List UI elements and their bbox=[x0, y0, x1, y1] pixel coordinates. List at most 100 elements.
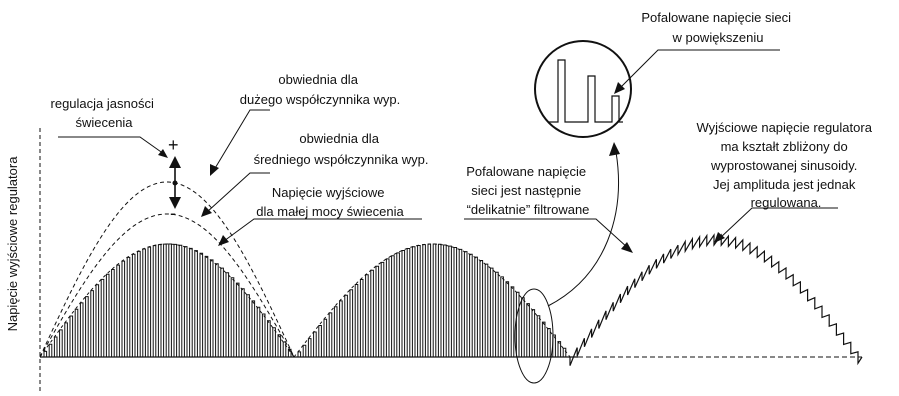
pwm-pulse bbox=[64, 322, 68, 357]
magnifier-circle bbox=[534, 40, 632, 138]
pwm-pulse bbox=[302, 344, 307, 357]
pwm-pulse bbox=[307, 338, 312, 357]
pwm-pulse bbox=[90, 290, 94, 357]
pwm-pulse bbox=[396, 252, 400, 357]
pwm-pulse bbox=[313, 331, 317, 357]
adjust-arrow bbox=[169, 156, 181, 209]
pwm-pulse bbox=[411, 246, 416, 357]
pwm-pulse bbox=[557, 341, 562, 357]
pwm-pulse bbox=[126, 256, 131, 357]
pwm-pulse bbox=[204, 255, 209, 357]
pwm-pulse bbox=[116, 264, 120, 357]
pwm-pulse bbox=[458, 248, 463, 357]
pwm-pulse bbox=[297, 351, 302, 357]
pwm-pulse bbox=[69, 315, 74, 357]
pwm-pulse bbox=[417, 245, 421, 357]
callout-ripple-zoom bbox=[614, 49, 780, 94]
pwm-pulse bbox=[359, 279, 364, 357]
pwm-pulse bbox=[261, 313, 266, 357]
pwm-pulse bbox=[111, 269, 115, 357]
pwm-pulse bbox=[437, 243, 442, 357]
pwm-pulse bbox=[235, 282, 240, 357]
pwm-pulse bbox=[349, 289, 354, 357]
pwm-pulse bbox=[147, 246, 152, 357]
label-env-large: obwiednia dla dużego współczynnika wyp. bbox=[240, 72, 400, 107]
pwm-pulse bbox=[328, 312, 333, 357]
pwm-pulse bbox=[463, 251, 468, 357]
pwm-pulse bbox=[562, 347, 567, 357]
label-ripple-filtered: Pofalowane napięcie sieci jest następnie… bbox=[466, 164, 590, 217]
pwm-pulse bbox=[469, 253, 473, 357]
pwm-pulse bbox=[131, 253, 136, 357]
label-ripple-zoom: Pofalowane napięcie sieci w powiększeniu bbox=[641, 10, 794, 45]
minus-sign: - bbox=[170, 203, 176, 223]
pwm-pulse bbox=[344, 294, 348, 357]
pwm-pulse bbox=[178, 244, 183, 357]
envelope-large-duty bbox=[39, 181, 295, 358]
pwm-pulse bbox=[267, 320, 271, 357]
label-brightness: regulacja jasności świecenia bbox=[51, 96, 158, 130]
pwm-pulse bbox=[189, 247, 193, 357]
axis-label: Napięcie wyjściowe regulatora bbox=[5, 156, 20, 332]
pwm-pulse bbox=[59, 329, 63, 357]
pwm-pulse bbox=[500, 276, 504, 357]
zoom-ellipse bbox=[514, 288, 554, 384]
pwm-pulse bbox=[510, 286, 515, 357]
pwm-pulse bbox=[432, 243, 437, 357]
pwm-pulse bbox=[495, 271, 499, 357]
envelope-medium-duty bbox=[39, 213, 295, 358]
filtered-sawtooth-wave bbox=[569, 233, 863, 366]
pwm-pulse bbox=[339, 300, 343, 357]
callout-brightness bbox=[58, 136, 168, 158]
pwm-pulse bbox=[406, 248, 411, 357]
pwm-pulse bbox=[43, 350, 48, 357]
magnified-pulses bbox=[549, 59, 623, 123]
label-env-medium: obwiednia dla średniego współczynnika wy… bbox=[254, 131, 429, 167]
pwm-pulse bbox=[391, 255, 395, 357]
pwm-pulse bbox=[79, 302, 84, 357]
pwm-pulse bbox=[375, 265, 380, 357]
callout-low-power bbox=[218, 218, 422, 246]
pwm-pulse bbox=[401, 250, 406, 357]
pwm-pulse bbox=[489, 267, 494, 357]
pwm-pulse bbox=[74, 308, 79, 357]
pwm-pulse bbox=[282, 341, 287, 357]
pwm-pulse bbox=[194, 250, 198, 357]
pwm-pulse bbox=[48, 343, 53, 357]
pwm-pulse bbox=[427, 243, 432, 357]
pwm-pulse bbox=[354, 284, 359, 357]
pwm-pulse bbox=[85, 296, 89, 357]
pwm-pulse bbox=[95, 284, 100, 357]
pwm-pulse bbox=[100, 278, 105, 357]
plus-sign: + bbox=[168, 135, 179, 155]
callout-ripple-filtered bbox=[464, 218, 633, 253]
pwm-pulse bbox=[183, 246, 188, 357]
pwm-pulse bbox=[453, 247, 458, 357]
pwm-pulse bbox=[521, 297, 525, 357]
pwm-pulse bbox=[121, 260, 126, 357]
envelope-low-power bbox=[39, 243, 571, 358]
pwm-pulse bbox=[199, 252, 204, 357]
pwm-pulse bbox=[370, 269, 374, 357]
pwm-pulse bbox=[443, 244, 447, 357]
pwm-pulse bbox=[277, 334, 282, 357]
pwm-pulse bbox=[541, 321, 546, 357]
callout-env-medium bbox=[201, 172, 270, 217]
pwm-pulse bbox=[380, 261, 385, 357]
pwm-pulse bbox=[157, 244, 162, 357]
callout-output-shape bbox=[714, 207, 838, 243]
pwm-pulse bbox=[526, 303, 530, 357]
pwm-pulse bbox=[515, 291, 520, 357]
callout-env-large bbox=[210, 109, 270, 176]
pwm-pulse bbox=[323, 318, 328, 357]
pwm-pulse bbox=[137, 250, 141, 357]
pwm-pulse bbox=[474, 256, 478, 357]
pwm-pulse bbox=[142, 248, 146, 357]
pwm-pulse bbox=[241, 288, 245, 357]
pwm-pulse bbox=[215, 263, 219, 357]
label-output-shape: Wyjściowe napięcie regulatora ma kształt… bbox=[696, 120, 875, 210]
pwm-pulse bbox=[484, 263, 489, 357]
pwm-pulse bbox=[385, 258, 390, 357]
pwm-pulse bbox=[448, 245, 452, 357]
